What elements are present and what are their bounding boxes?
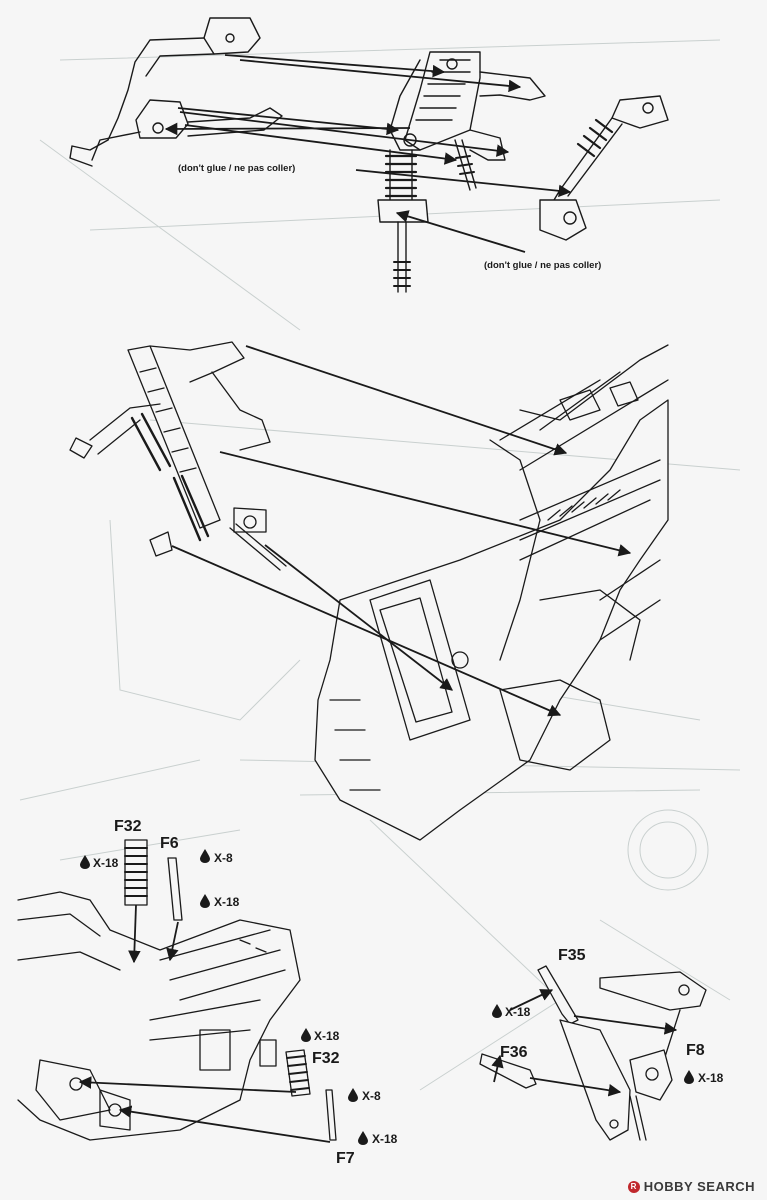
hobby-search-watermark: R HOBBY SEARCH <box>627 1179 755 1194</box>
middle-chassis-assembly <box>69 341 669 841</box>
paint-code-label: X-18 <box>372 1132 398 1146</box>
part-label-f7: F7 <box>336 1150 355 1167</box>
no-glue-note: (don't glue / ne pas coller) <box>484 260 602 271</box>
middle-assembly-arrows <box>171 345 632 717</box>
watermark-text: HOBBY SEARCH <box>643 1179 755 1194</box>
paint-code-label: X-18 <box>698 1071 724 1085</box>
paint-code-label: X-8 <box>362 1089 381 1103</box>
lower-left-arrows <box>78 904 331 1143</box>
lower-right-arrows <box>491 989 678 1097</box>
upper-assembly-arrows <box>164 54 572 253</box>
paint-drop-icon <box>80 855 90 869</box>
part-label-f32: F32 <box>114 818 142 835</box>
lower-left-chassis <box>17 839 337 1141</box>
registered-mark-icon: R <box>627 1180 640 1193</box>
part-label-f32: F32 <box>312 1050 340 1067</box>
paint-drop-icon <box>301 1028 311 1042</box>
part-label-f35: F35 <box>558 947 586 964</box>
paint-code-label: X-18 <box>314 1029 340 1043</box>
paint-code-label: X-8 <box>214 851 233 865</box>
paint-drop-icon <box>684 1070 694 1084</box>
upper-suspension-assembly <box>69 17 669 293</box>
paint-drop-icon <box>200 849 210 863</box>
paint-drop-icon <box>492 1004 502 1018</box>
paint-drop-icon <box>348 1088 358 1102</box>
paint-drop-icon <box>358 1131 368 1145</box>
part-label-f6: F6 <box>160 835 179 852</box>
paint-code-label: X-18 <box>214 895 240 909</box>
part-label-f8: F8 <box>686 1042 705 1059</box>
part-label-f36: F36 <box>500 1044 528 1061</box>
paint-code-label: X-18 <box>93 856 119 870</box>
paint-code-label: X-18 <box>505 1005 531 1019</box>
paint-drop-icon <box>200 894 210 908</box>
no-glue-note: (don't glue / ne pas coller) <box>178 163 296 174</box>
